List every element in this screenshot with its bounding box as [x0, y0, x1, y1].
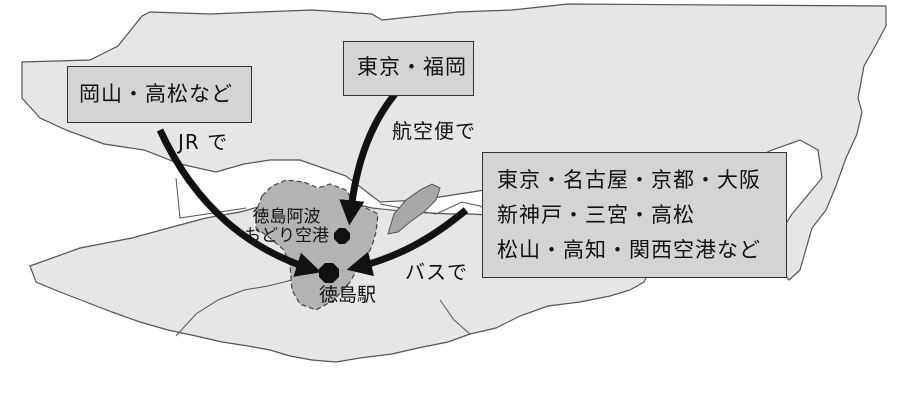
bus-route-arrow: [346, 207, 469, 277]
bus-route-label: バスで: [405, 260, 468, 284]
prefecture-boundary: [175, 177, 247, 219]
jr-route-arrow: [156, 128, 322, 277]
air-route-label: 航空便で: [392, 119, 476, 143]
bus-cities-line: 新神戸・三宮・高松: [497, 203, 695, 227]
prefecture-boundary: [175, 279, 293, 337]
origin-bus-cities: 東京・名古屋・京都・大阪 新神戸・三宮・高松 松山・高知・関西空港など: [482, 152, 787, 278]
airport-label-line: 徳島阿波: [252, 207, 321, 227]
airport-marker: [334, 228, 350, 244]
airport-label: 徳島阿波 おどり空港: [244, 208, 329, 246]
awaji-island: [387, 183, 441, 235]
station-marker: [319, 263, 339, 283]
air-route-arrow: [339, 85, 403, 226]
prefecture-boundary: [439, 299, 471, 335]
bus-cities-line: 松山・高知・関西空港など: [497, 238, 761, 262]
station-label: 徳島駅: [319, 284, 377, 306]
origin-tokyo-fukuoka: 東京・福岡: [343, 41, 474, 96]
origin-tokyo-fukuoka-label: 東京・福岡: [357, 55, 467, 79]
origin-okayama-takamatsu: 岡山・高松など: [67, 66, 252, 123]
airport-label-line: おどり空港: [244, 226, 329, 246]
bus-cities-line: 東京・名古屋・京都・大阪: [497, 168, 761, 192]
jr-route-label: JR で: [178, 130, 229, 154]
origin-okayama-label: 岡山・高松など: [79, 82, 233, 106]
